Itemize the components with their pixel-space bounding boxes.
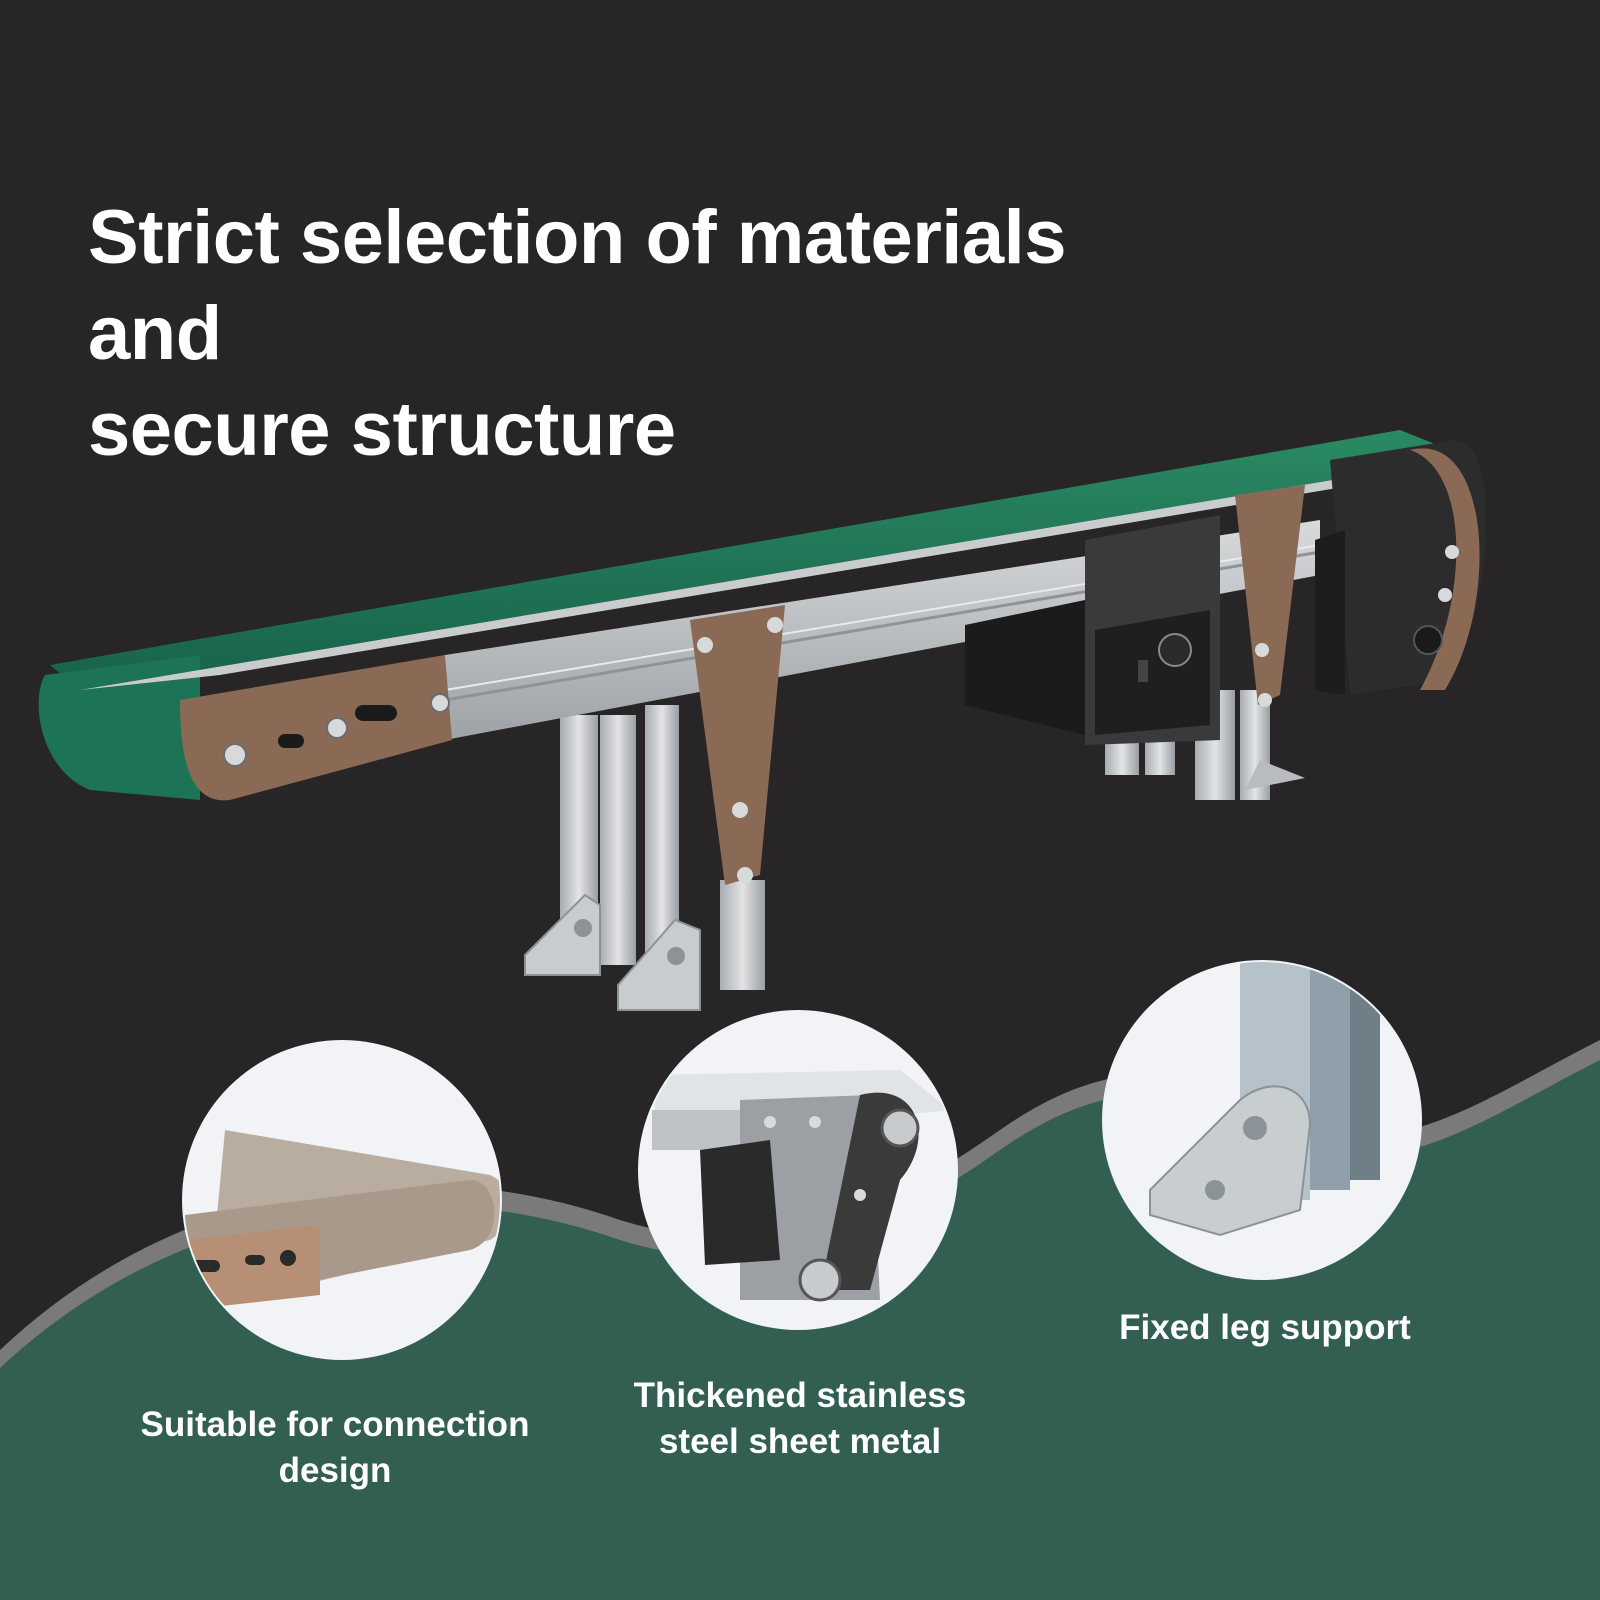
feature-caption-line: Suitable for connection [140,1405,530,1444]
detail-circle-leg-support [1102,960,1422,1280]
title-line-3: secure structure [88,387,676,472]
page-title: Strict selection of materials and secure… [88,190,1067,478]
feature-caption-connection: Suitable for connection design [110,1402,560,1494]
feature-caption-line: design [278,1451,392,1490]
title-line-1: Strict selection of materials [88,195,1067,280]
detail-circle-sheet-metal [638,1010,958,1330]
conveyor-illustration [38,430,1487,1011]
feature-caption-line: Thickened stainless [633,1376,967,1415]
feature-caption-sheet-metal: Thickened stainless steel sheet metal [580,1373,1020,1465]
feature-caption-leg-support: Fixed leg support [1080,1305,1450,1351]
title-line-2: and [88,291,222,376]
feature-caption-line: steel sheet metal [658,1422,942,1461]
feature-caption-line: Fixed leg support [1119,1308,1411,1347]
detail-circle-connection [182,1040,502,1360]
